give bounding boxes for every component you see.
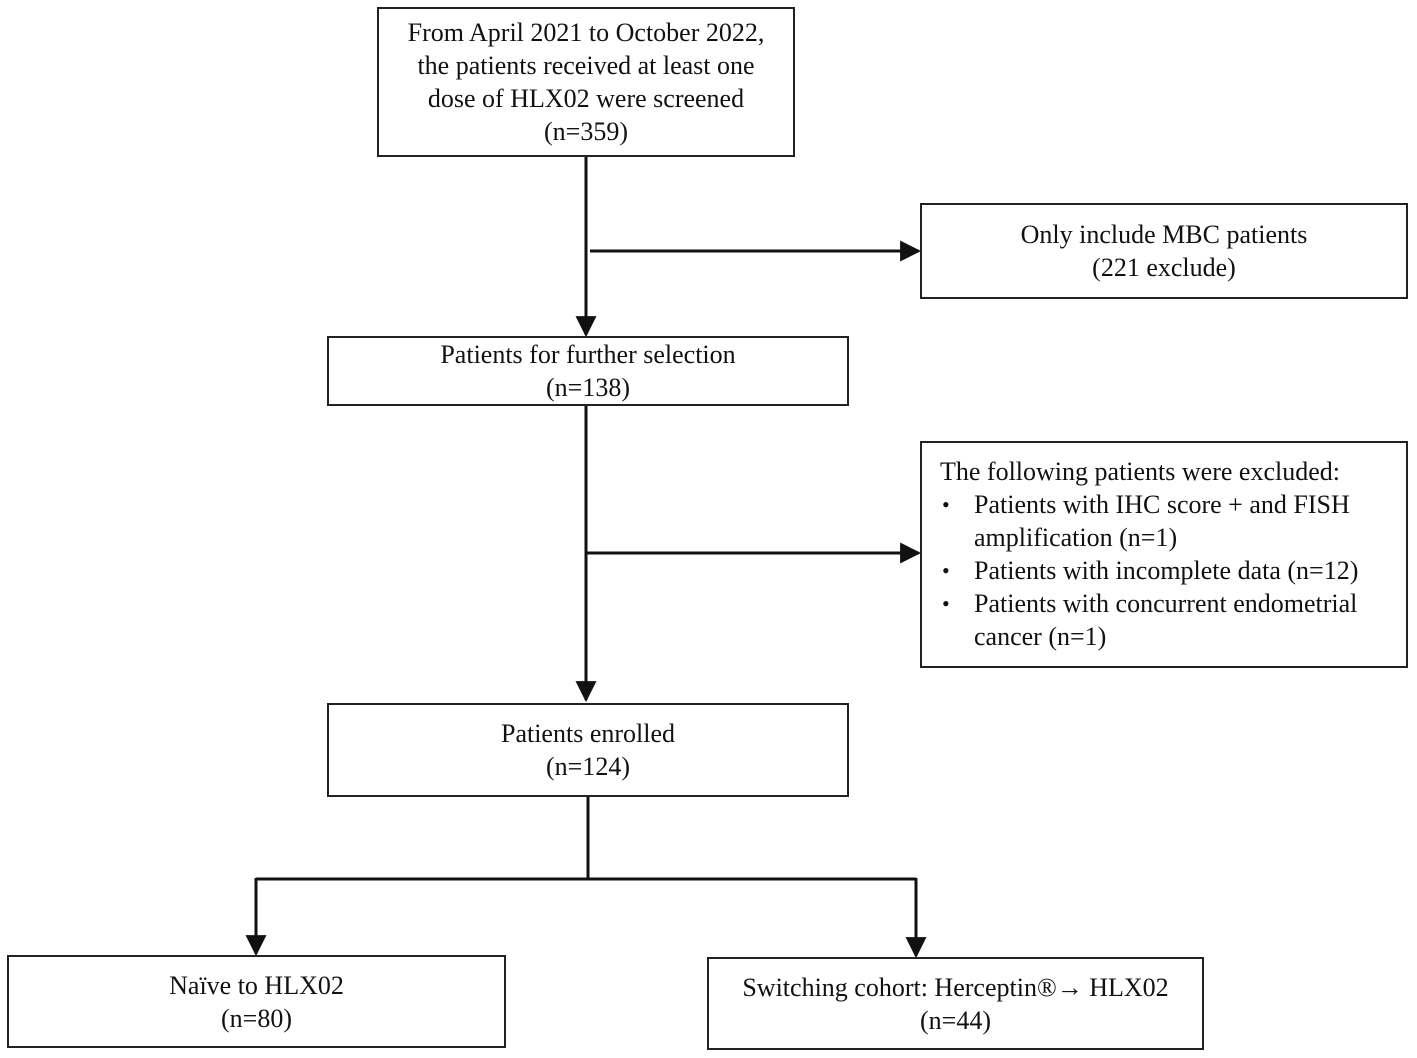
exclusion-mbc-count: (221 exclude) xyxy=(1092,253,1236,282)
exclusion-item: • Patients with incomplete data (n=12) xyxy=(940,554,1388,587)
further-selection-box: Patients for further selection (n=138) xyxy=(327,336,849,406)
switching-cohort-label: Switching cohort: Herceptin®→ HLX02 xyxy=(742,972,1169,1002)
further-selection-label: Patients for further selection xyxy=(440,340,736,369)
bullet-icon: • xyxy=(942,591,950,616)
exclusion-mbc-box: Only include MBC patients (221 exclude) xyxy=(920,203,1408,299)
enrolled-count: (n=124) xyxy=(546,752,630,781)
bullet-icon: • xyxy=(942,558,950,583)
naive-cohort-box: Naïve to HLX02 (n=80) xyxy=(7,955,506,1048)
naive-cohort-label: Naïve to HLX02 xyxy=(169,970,344,1000)
screened-box: From April 2021 to October 2022, the pat… xyxy=(377,7,795,157)
switching-cohort-box: Switching cohort: Herceptin®→ HLX02 (n=4… xyxy=(707,957,1204,1050)
exclusion-criteria-list: • Patients with IHC score + and FISH amp… xyxy=(940,488,1388,653)
bullet-icon: • xyxy=(942,492,950,517)
screened-count: (n=359) xyxy=(544,117,628,146)
exclusion-criteria-box: The following patients were excluded: • … xyxy=(920,441,1408,668)
naive-cohort-count: (n=80) xyxy=(221,1003,292,1033)
exclusion-item: • Patients with IHC score + and FISH amp… xyxy=(940,488,1388,554)
screened-line-2: the patients received at least one xyxy=(417,51,755,80)
exclusion-item-text: Patients with IHC score + and FISH ampli… xyxy=(974,490,1350,552)
exclusion-item-text: Patients with incomplete data (n=12) xyxy=(974,556,1359,585)
further-selection-count: (n=138) xyxy=(546,373,630,402)
exclusion-item: • Patients with concurrent endometrial c… xyxy=(940,587,1388,653)
switching-cohort-count: (n=44) xyxy=(920,1005,991,1035)
screened-line-1: From April 2021 to October 2022, xyxy=(407,18,765,47)
screened-line-3: dose of HLX02 were screened xyxy=(427,84,745,113)
exclusion-criteria-heading: The following patients were excluded: xyxy=(940,457,1340,486)
exclusion-mbc-label: Only include MBC patients xyxy=(1020,220,1308,249)
exclusion-item-text: Patients with concurrent endometrial can… xyxy=(974,589,1358,651)
enrolled-label: Patients enrolled xyxy=(500,719,675,748)
enrolled-box: Patients enrolled (n=124) xyxy=(327,703,849,797)
